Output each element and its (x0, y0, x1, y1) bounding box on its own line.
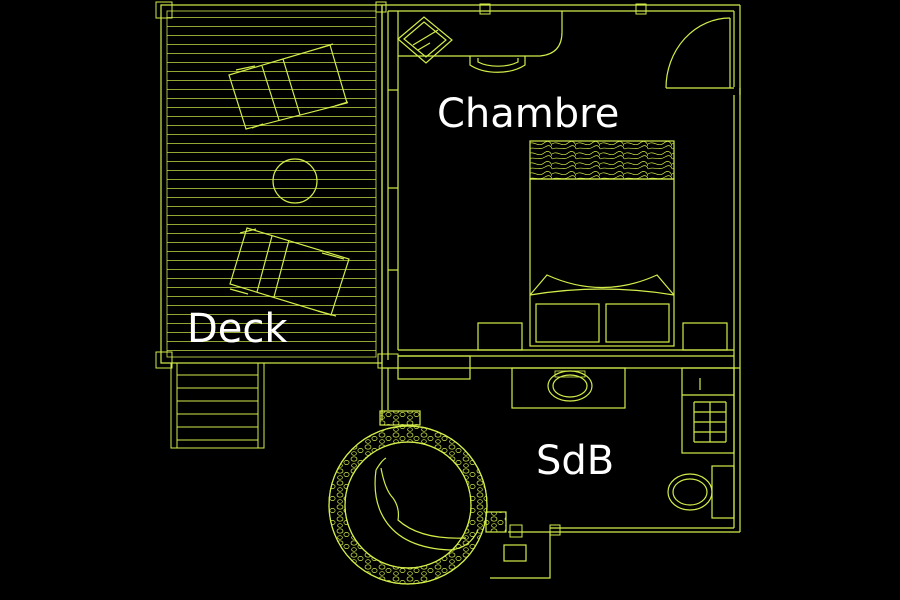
bed (477, 140, 728, 351)
deck-chair-bottom (229, 227, 350, 317)
round-stone-shower (328, 410, 507, 585)
bathroom-step (490, 531, 551, 579)
deck-area (155, 1, 387, 369)
bathroom-vanity (511, 367, 626, 409)
room-label-chambre: Chambre (437, 91, 620, 137)
entrance-door (665, 17, 734, 89)
room-label-sdb: SdB (536, 438, 615, 484)
laptop-icon (397, 16, 453, 64)
toilet (667, 465, 735, 519)
deck-stairs (170, 362, 265, 449)
room-label-deck: Deck (187, 306, 288, 352)
desk (398, 11, 563, 73)
bathroom-shelf (681, 367, 735, 454)
deck-round-table (272, 158, 318, 204)
deck-chair-top (228, 43, 349, 130)
